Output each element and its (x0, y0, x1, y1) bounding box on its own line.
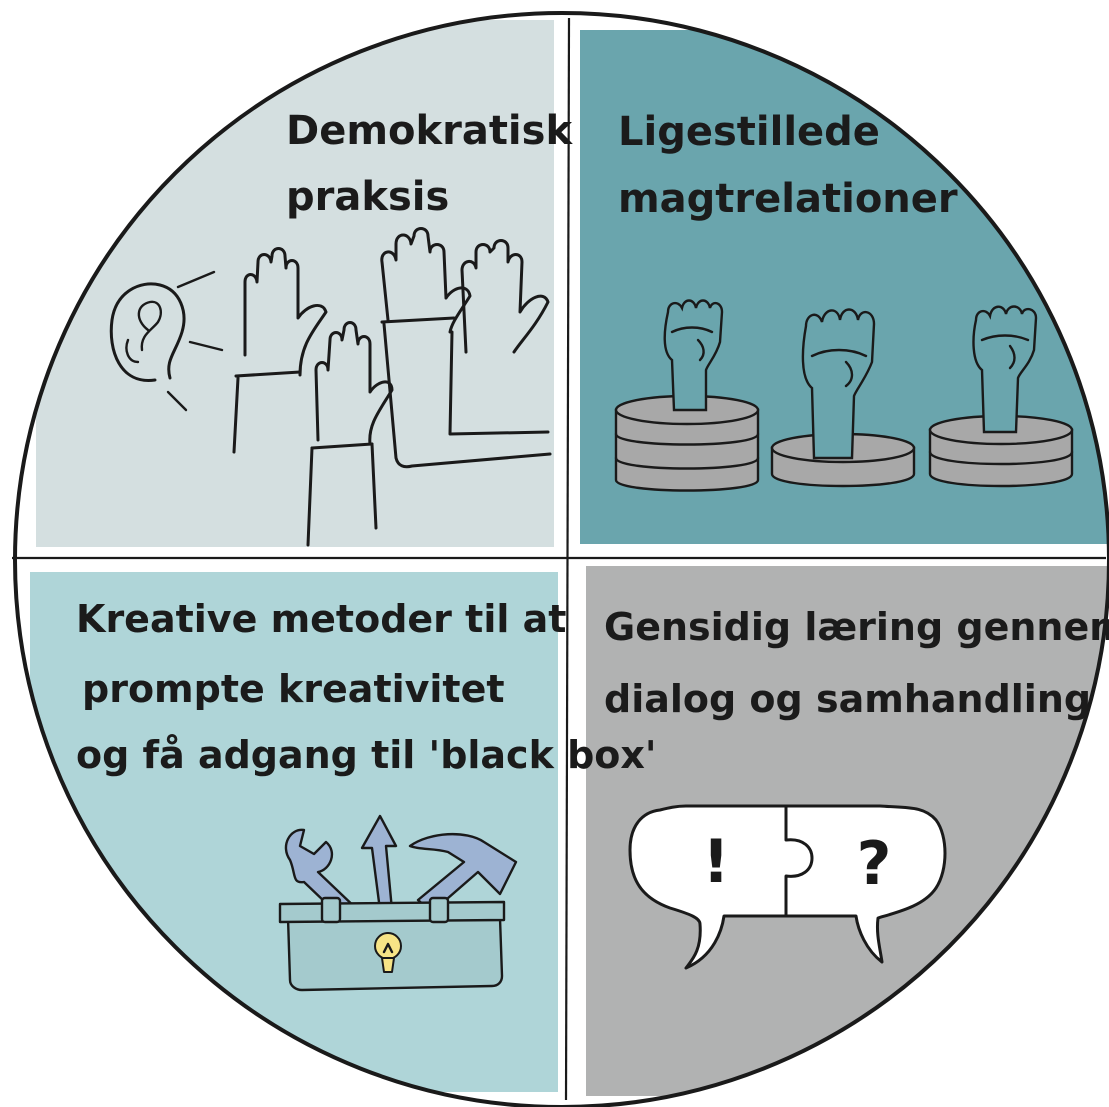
quadrant-bottom-right-line-2: dialog og samhandling (604, 677, 1091, 721)
lightbulb-icon (374, 932, 402, 973)
quadrant-bottom-left-title: Kreative metoder til at prompte kreativi… (76, 597, 657, 777)
quadrant-top-left-line-2: praksis (286, 174, 449, 220)
quadrant-top-right-line-2: magtrelationer (618, 176, 958, 222)
quadrant-bottom-right-title: Gensidig læring gennem dialog og samhand… (604, 605, 1109, 721)
quadrant-bottom-right-line-1: Gensidig læring gennem (604, 605, 1109, 649)
quadrant-bottom-left-line-1: Kreative metoder til at (76, 597, 566, 641)
wrench-icon (284, 828, 362, 926)
puzzle-piece-icon (784, 804, 814, 918)
raised-fist-icon (663, 299, 1038, 460)
quadrant-top-right-title: Ligestillede magtrelationer (618, 109, 958, 222)
quadrant-bottom-left-line-2: prompte kreativitet (82, 667, 505, 711)
exclamation-mark: ! (702, 827, 729, 897)
question-mark: ? (857, 829, 892, 899)
ear-icon (109, 270, 224, 412)
quadrant-top-left-fill (36, 20, 554, 547)
quadrant-bottom-left-line-3: og få adgang til 'black box' (76, 733, 657, 777)
quadrant-top-right-line-1: Ligestillede (618, 109, 880, 155)
quadrant-top-left-line-1: Demokratisk (286, 108, 573, 154)
hammer-icon (408, 832, 518, 914)
outer-circle (13, 11, 1109, 1107)
quadrant-top-left-title: Demokratisk praksis (286, 108, 586, 220)
arrow-icon (360, 814, 398, 912)
raised-hands-icon (232, 227, 552, 547)
